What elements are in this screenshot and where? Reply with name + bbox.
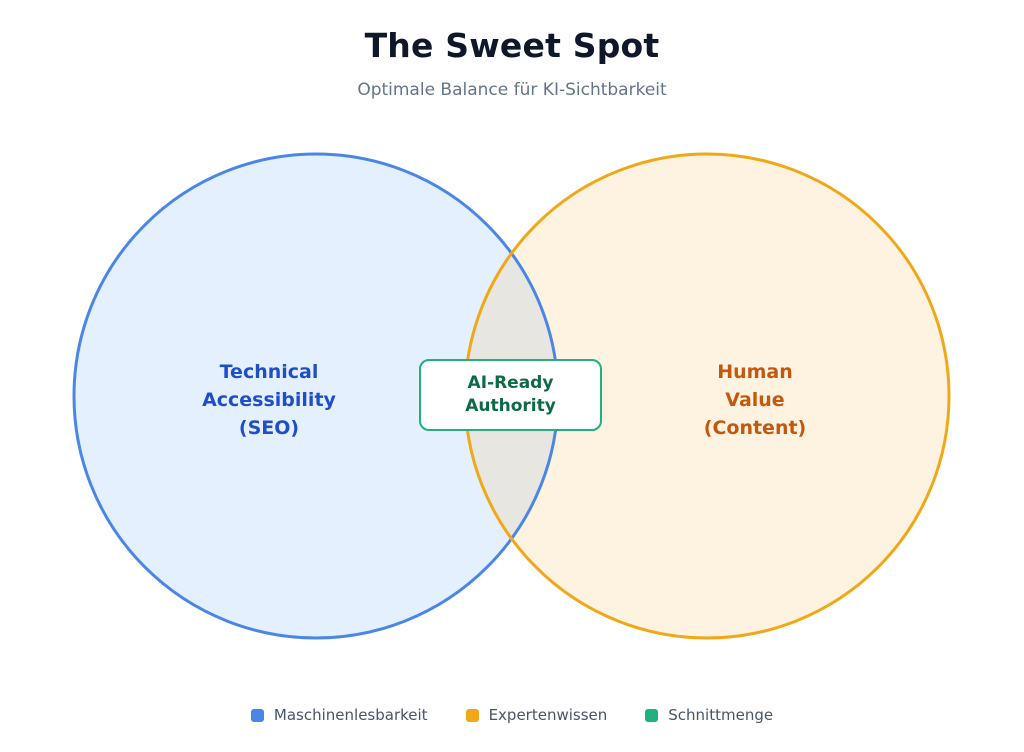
legend-item-expertise: Expertenwissen [465,706,608,724]
right-set-label-line: Human [717,361,793,383]
legend-label: Maschinenlesbarkeit [273,706,428,724]
intersection-label-line: Authority [465,396,556,416]
legend-item-intersection: Schnittmenge [645,706,773,724]
legend-swatch [465,708,479,722]
left-set-label-line: Technical [219,361,319,383]
left-set-label-line: Accessibility [202,389,336,411]
legend-swatch [250,708,264,722]
legend-label: Expertenwissen [488,706,608,724]
left-set-label-line: (SEO) [238,417,300,439]
legend-label: Schnittmenge [668,706,774,724]
right-set-label-line: (Content) [703,417,807,439]
legend-swatch [645,708,659,722]
right-set-circle [465,154,949,638]
diagram-subtitle: Optimale Balance für KI-Sichtbarkeit [357,80,667,100]
left-set-label: Technical Accessibility (SEO) [169,358,369,442]
intersection-label-box: AI-Ready Authority [419,359,602,431]
left-set-circle [74,154,558,638]
intersection-label-line: AI-Ready [467,373,554,393]
legend: Maschinenlesbarkeit Expertenwissen Schni… [0,706,1024,724]
right-set-label-line: Value [725,389,785,411]
legend-item-machine-readability: Maschinenlesbarkeit [250,706,428,724]
right-set-label: Human Value (Content) [655,358,855,442]
diagram-title: The Sweet Spot [364,26,660,65]
